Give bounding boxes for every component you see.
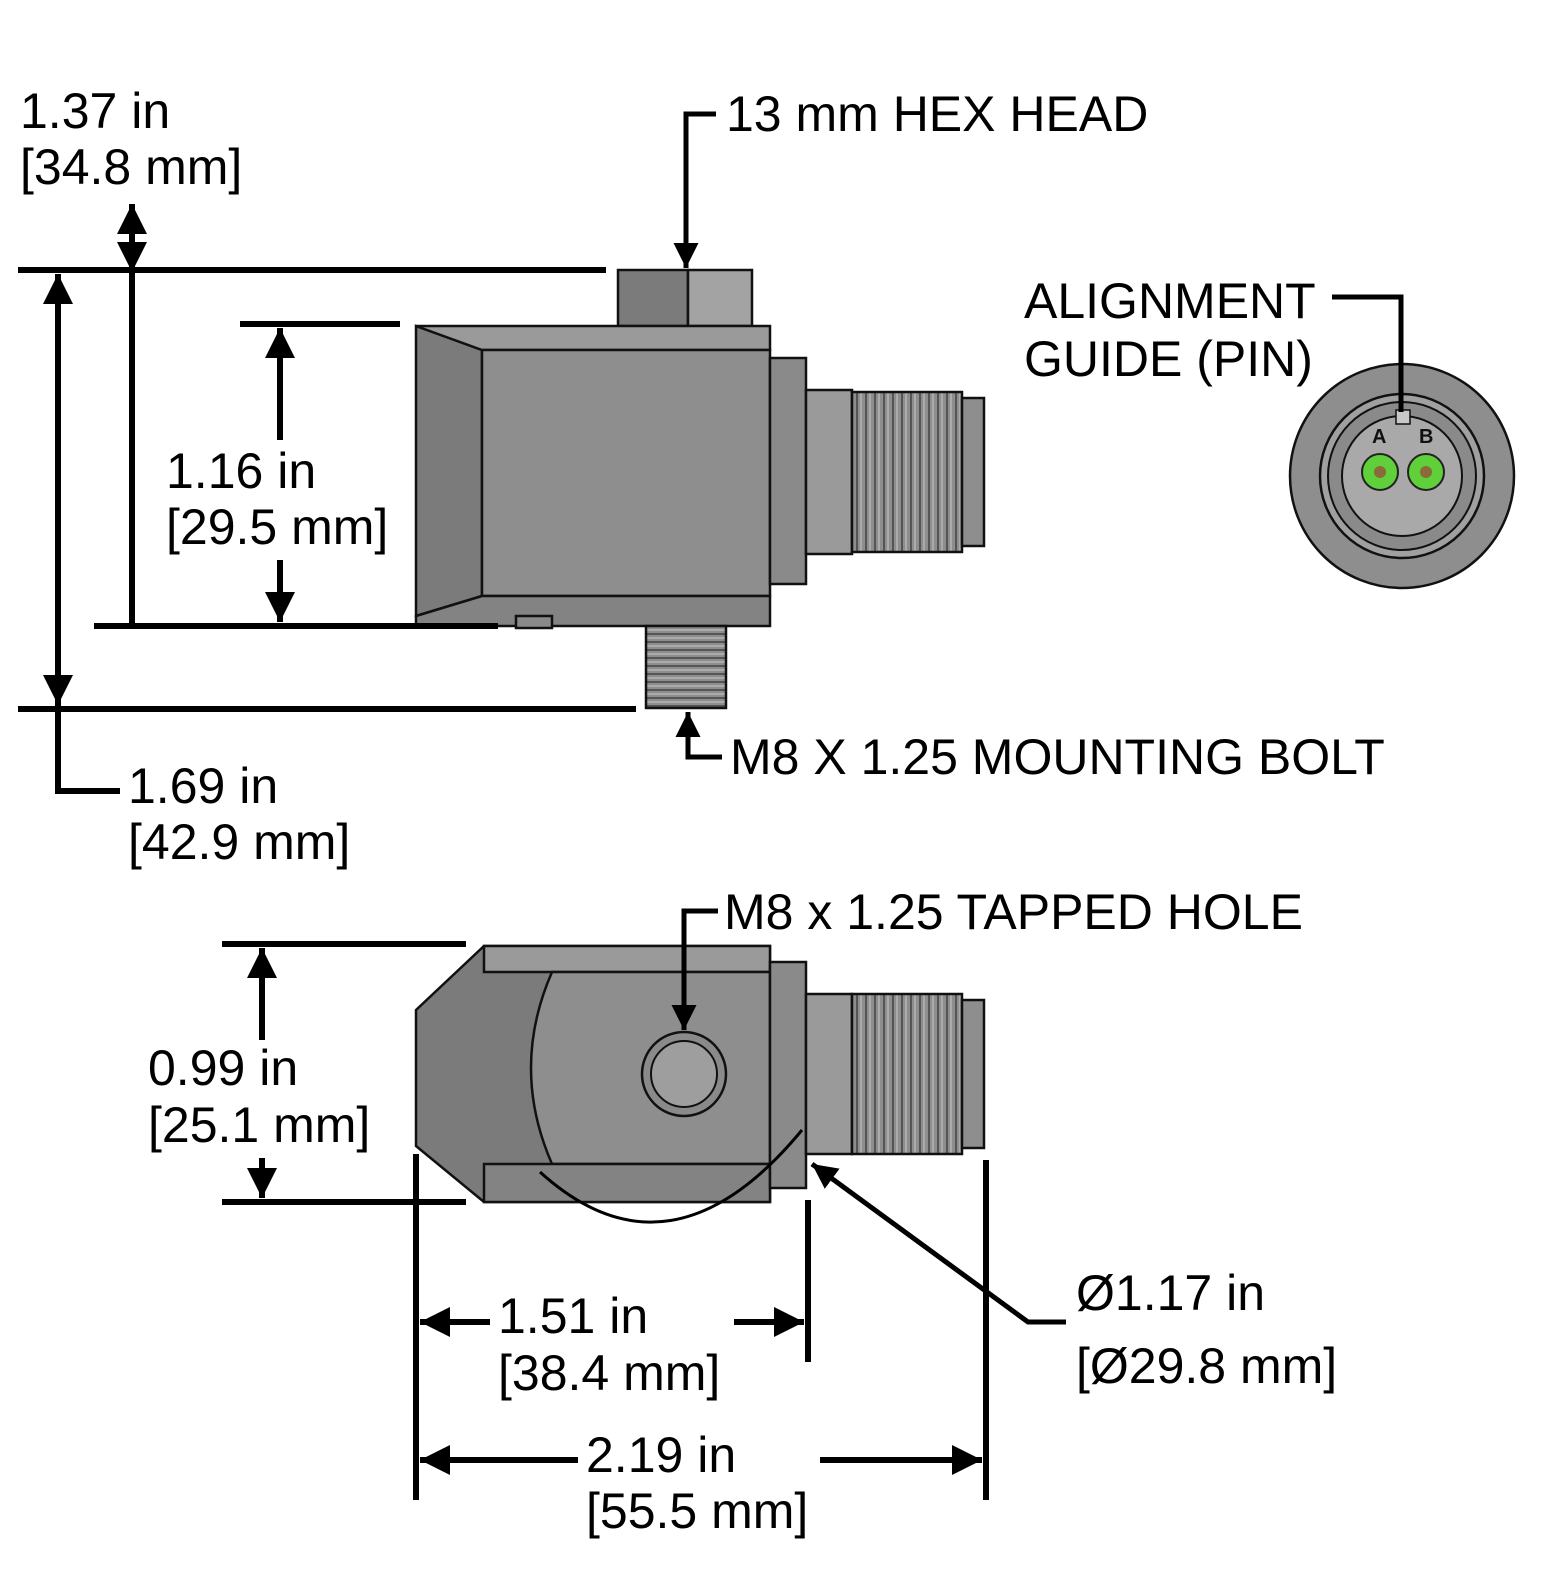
dim-1-69-in: 1.69 in [128, 758, 278, 814]
dim-2-19-mm: [55.5 mm] [586, 1483, 808, 1539]
hex-head-label: 13 mm HEX HEAD [726, 86, 1148, 142]
plan-connector-shape [768, 960, 986, 1190]
plan-body-shape [414, 944, 772, 1204]
dim-1-51-in: 1.51 in [498, 1288, 648, 1344]
swing-diameter-arc [538, 1129, 804, 1224]
alignment-label-line2: GUIDE (PIN) [1024, 331, 1313, 387]
side-view-leaders [673, 111, 722, 760]
mounting-bolt-leader [675, 712, 722, 760]
dim-1-17-in: Ø1.17 in [1076, 1265, 1265, 1321]
dim-1-17-mm: [Ø29.8 mm] [1076, 1338, 1337, 1394]
connector-shape [768, 356, 986, 586]
hex-head-shape [616, 268, 754, 328]
mounting-bolt-label: M8 X 1.25 MOUNTING BOLT [730, 729, 1385, 785]
side-view [414, 268, 986, 710]
dim-2-19-in: 2.19 in [586, 1427, 736, 1483]
mounting-bolt-shape [644, 624, 728, 710]
dim-1-16-in: 1.16 in [166, 443, 316, 499]
dim-0-99-in: 0.99 in [148, 1040, 298, 1096]
dim-1-69-mm: [42.9 mm] [128, 814, 350, 870]
pin-a-label: A [1372, 426, 1386, 448]
connector-end-view: A B [1288, 362, 1516, 590]
dim-1-37-in: 1.37 in [20, 83, 170, 139]
pin-b-label: B [1419, 426, 1433, 448]
tapped-hole-shape [640, 1030, 728, 1118]
plan-view [414, 944, 986, 1224]
alignment-pin-shape [1395, 409, 1411, 425]
swing-diameter-leader [810, 1161, 1066, 1325]
tapped-hole-label: M8 x 1.25 TAPPED HOLE [724, 884, 1303, 940]
dim-1-16-mm: [29.5 mm] [166, 499, 388, 555]
hex-head-leader [673, 111, 716, 268]
dim-1-51-mm: [38.4 mm] [498, 1345, 720, 1401]
sensor-body-shape [414, 324, 772, 630]
plan-view-dimensions [222, 908, 1066, 1500]
tapped-hole-leader [671, 908, 718, 1030]
side-view-dimensions [18, 204, 636, 794]
dim-1-37-mm: [34.8 mm] [20, 139, 242, 195]
dim-0-99-mm: [25.1 mm] [148, 1097, 370, 1153]
alignment-label-line1: ALIGNMENT [1024, 273, 1316, 329]
alignment-leader [1332, 294, 1404, 412]
